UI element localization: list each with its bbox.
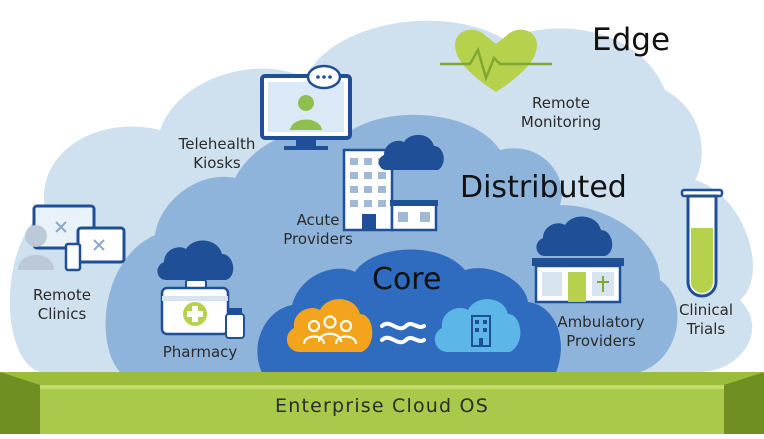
heart-monitor-icon xyxy=(440,29,552,93)
approx-equal-icon xyxy=(380,321,426,345)
remote-monitoring-label: Remote Monitoring xyxy=(520,94,602,131)
ambulatory-cloud-icon xyxy=(536,216,613,256)
hospital-building-icon xyxy=(342,148,438,232)
acute-cloud-icon xyxy=(378,134,444,170)
pharmacy-cloud-icon xyxy=(157,240,234,280)
telehealth-monitor-icon xyxy=(260,64,352,150)
remote-clinics-label: Remote Clinics xyxy=(33,286,91,323)
remote-clinics-devices-icon xyxy=(18,204,126,272)
building-cloud-icon xyxy=(434,299,521,352)
test-tube-icon xyxy=(680,188,724,298)
distributed-tier-label: Distributed xyxy=(460,170,627,205)
ambulatory-providers-label: Ambulatory Providers xyxy=(557,313,645,350)
people-cloud-icon xyxy=(286,299,373,352)
telehealth-kiosks-label: Telehealth Kiosks xyxy=(178,135,256,172)
clinical-trials-label: Clinical Trials xyxy=(678,301,734,338)
clinic-building-icon xyxy=(532,258,624,304)
core-tier-label: Core xyxy=(372,262,442,297)
edge-tier-label: Edge xyxy=(592,22,671,58)
acute-providers-label: Acute Providers xyxy=(283,211,353,248)
platform-base xyxy=(0,372,764,434)
pharmacy-label: Pharmacy xyxy=(162,343,238,361)
enterprise-cloud-os-label: Enterprise Cloud OS xyxy=(275,395,489,417)
first-aid-kit-icon xyxy=(160,279,245,339)
